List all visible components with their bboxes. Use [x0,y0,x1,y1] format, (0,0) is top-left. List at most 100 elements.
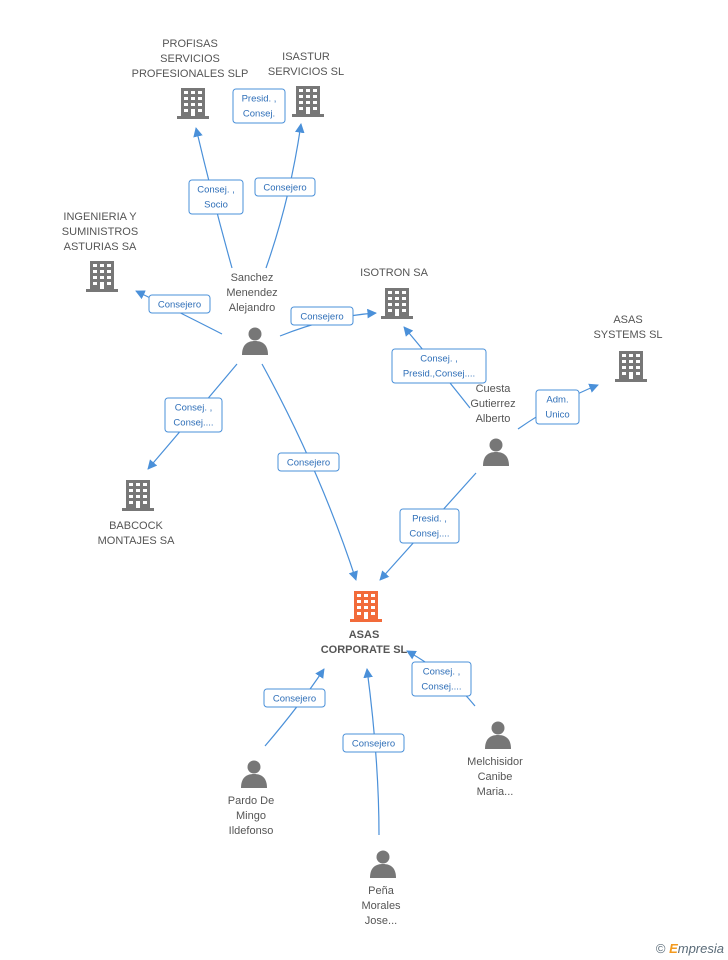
brand-logo-letter: E [669,941,678,956]
node-asas_corporate[interactable]: ASAS CORPORATE SL [321,591,408,656]
edge-sanchez-to-isastur [265,123,305,269]
node-isotron[interactable]: ISOTRON SA [360,267,429,319]
node-label-line: INGENIERIA Y [63,211,137,223]
node-label-line: CORPORATE SL [321,644,408,656]
node-label-line: Mingo [236,810,266,822]
edge-label-text: Consejero [300,312,343,323]
building-icon [86,261,118,292]
edges-layer [135,123,599,836]
node-label-line: Maria... [477,786,514,798]
node-label-line: Sanchez [231,272,274,284]
building-icon [381,288,413,319]
edge-pena-to-asas_corporate [363,668,380,836]
node-label-line: Ildefonso [229,825,274,837]
edge-label-pardo-to-asas_corporate[interactable]: Consejero [263,688,326,708]
edge-label-melchisidor-to-asas_corporate[interactable]: Consej. , Consej.... [411,661,472,697]
edge-label-text: Consejero [352,739,395,750]
copyright-symbol: © [655,941,666,956]
building-icon [350,591,382,622]
edge-label-box [342,733,405,753]
node-label-line: PROFISAS [162,38,218,50]
edge-label-sanchez-to-ingenieria[interactable]: Consejero [148,294,211,314]
edge-label-cuesta-to-asas_corporate[interactable]: Presid. , Consej.... [399,508,460,544]
node-label-line: Peña [368,885,395,897]
node-label-line: Jose... [365,915,397,927]
edge-label-box [399,508,460,544]
person-icon [483,438,509,466]
person-icon [242,327,268,355]
node-label-line: Melchisidor [467,756,523,768]
edge-label-text: Consej. , [423,667,461,678]
edge-label-text: Socio [204,200,228,211]
edge-label-text: Consej.... [421,682,461,693]
edge-label-sanchez-to-isotron[interactable]: Consejero [290,306,354,326]
edge-label-sanchez-to-asas_corporate[interactable]: Consejero [277,452,340,472]
node-label-line: Pardo De [228,795,274,807]
node-label-line: Alejandro [229,302,275,314]
node-label-line: BABCOCK [109,520,163,532]
edge-label-cuesta-to-isotron[interactable]: Consej. , Presid.,Consej.... [391,348,487,384]
edge-label-text: Consejero [273,694,316,705]
building-icon [122,480,154,511]
edge-label-sanchez-to-isastur[interactable]: Consejero [254,177,316,197]
edge-label-text: Unico [545,410,569,421]
edge-label-text: Adm. [546,395,568,406]
edge-label-text: Consej. , [420,354,458,365]
edge-label-box [290,306,354,326]
person-icon [370,850,396,878]
node-label-line: ASAS [613,314,642,326]
node-label-line: Menendez [226,287,277,299]
edge-label-text: Consejero [287,458,330,469]
edge-label-cuesta-to-asas_systems[interactable]: Adm. Unico [535,389,580,425]
node-babcock[interactable]: BABCOCK MONTAJES SA [98,480,175,547]
edge-label-text: Consej.... [409,529,449,540]
edge-sanchez-to-asas_corporate [261,363,358,581]
edge-label-text: Consejero [158,300,201,311]
edge-label-box [411,661,472,697]
edge-label-box [232,88,286,124]
node-label-line: SYSTEMS SL [593,329,662,341]
building-icon [615,351,647,382]
edge-label-box [277,452,340,472]
building-icon [177,88,209,119]
edge-label-box [535,389,580,425]
edge-label-sanchez-to-profisas[interactable]: Consej. , Socio [188,179,244,215]
node-label-line: ASAS [349,629,380,641]
edge-label-text: Consej. , [197,185,235,196]
edge-label-sanchez-to-isastur[interactable]: Presid. ,Consej. [232,88,286,124]
footer-brand[interactable]: © Empresia [656,941,724,956]
person-icon [241,760,267,788]
edge-label-text: Presid.,Consej.... [403,369,475,380]
brand-name: mpresia [677,941,724,956]
node-label-line: Gutierrez [470,398,515,410]
node-label-line: Morales [361,900,401,912]
building-icon [292,86,324,117]
person-icon [485,721,511,749]
node-asas_systems[interactable]: ASAS SYSTEMS SL [593,314,663,382]
edge-label-box [254,177,316,197]
edge-label-pena-to-asas_corporate[interactable]: Consejero [342,733,405,753]
node-label-line: Cuesta [476,383,512,395]
node-label-line: Alberto [476,413,511,425]
node-label-line: SERVICIOS [160,53,220,65]
edge-label-sanchez-to-babcock[interactable]: Consej. ,Consej.... [164,397,223,433]
edge-label-text: Consej. , [175,403,213,414]
edge-label-text: Presid. , [412,514,447,525]
node-melchisidor[interactable]: MelchisidorCanibeMaria... [467,721,523,799]
node-label-line: MONTAJES SA [98,535,175,547]
node-pena[interactable]: PeñaMoralesJose... [361,850,401,928]
node-label-line: ISOTRON SA [360,267,429,279]
edge-label-box [391,348,487,384]
edge-label-text: Consejero [263,183,306,194]
edge-label-box [164,397,223,433]
node-label-line: SUMINISTROS [62,226,138,238]
